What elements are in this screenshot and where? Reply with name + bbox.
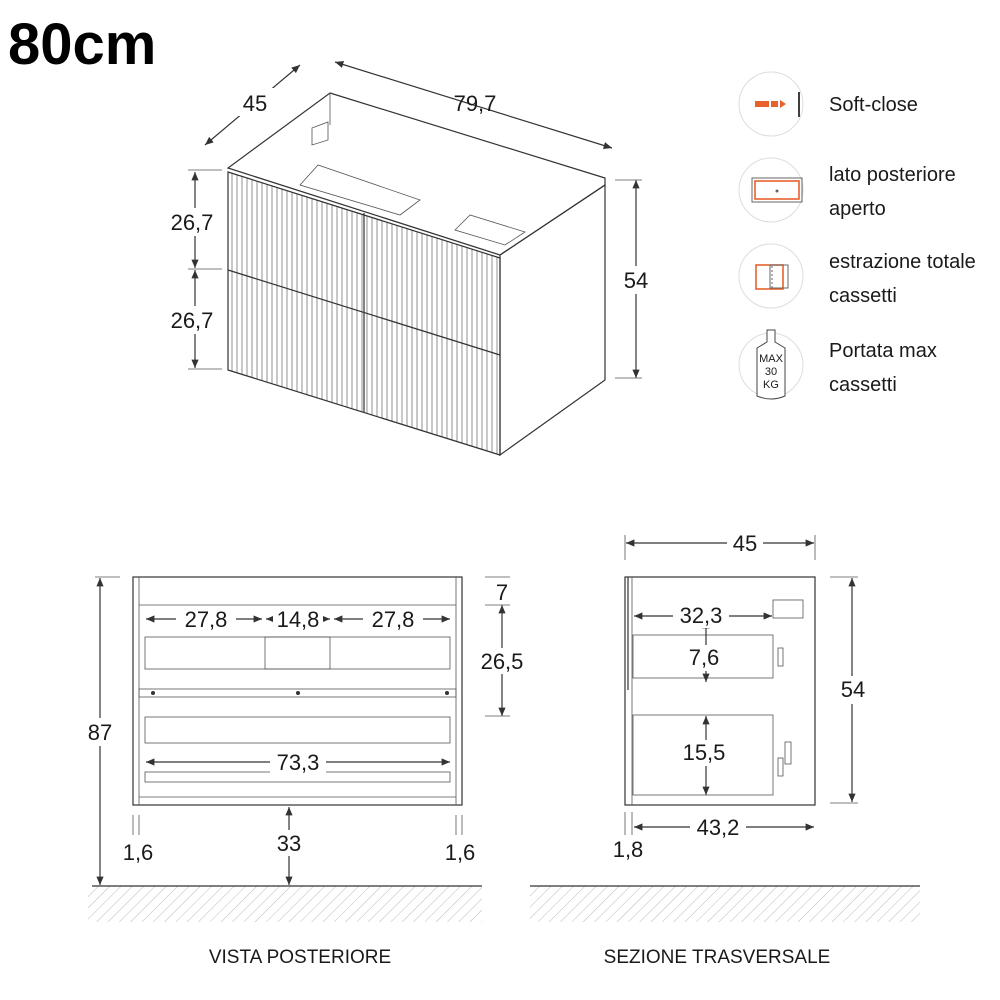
dim-inner-w: 73,3 [277,750,320,775]
rear-view [88,576,482,922]
iso-dimensions: 45 79,7 26,7 26,7 54 [165,61,655,379]
feature-full-extension: estrazione totale cassetti [738,243,976,309]
dim-side-l: 1,6 [123,840,154,865]
section-view [530,576,920,922]
dim-total-h: 87 [88,720,112,745]
badge-text: MAX [759,353,784,365]
dim-back: 1,8 [613,837,644,862]
soft-close-icon [755,92,800,117]
dim-drawer1: 7,6 [689,645,720,670]
iso-cabinet [226,92,606,457]
dim-depth: 45 [243,91,267,116]
dim-floor-gap: 33 [277,831,301,856]
section-view-dimensions: 45 32,3 7,6 15,5 54 1,8 43,2 SEZIONE TRA… [604,530,870,968]
dim-drawer-h: 26,5 [481,649,524,674]
page-title: 80cm [8,12,156,77]
dim-bottom: 43,2 [697,815,740,840]
dim-side-r: 1,6 [445,840,476,865]
dim-height: 54 [841,677,865,702]
feature-open-back: lato posteriore aperto [738,157,956,223]
dim-height: 54 [624,268,648,293]
full-extension-icon [755,264,789,290]
dim-drawer-top: 26,7 [171,210,214,235]
badge-text: 30 [765,366,777,378]
feature-label: lato posteriore [829,164,956,186]
feature-label: cassetti [829,285,897,307]
feature-max-load: MAX 30 KG Portata max cassetti [738,329,937,400]
dim-depth: 45 [733,531,757,556]
feature-soft-close: Soft-close [738,71,918,137]
feature-label: estrazione totale [829,251,976,273]
dim-top-gap: 7 [496,580,508,605]
max-load-icon [756,329,786,400]
dim-center: 14,8 [277,607,320,632]
feature-label: aperto [829,198,886,220]
section-view-caption: SEZIONE TRASVERSALE [604,947,831,968]
dim-right: 27,8 [372,607,415,632]
dim-inner: 32,3 [680,603,723,628]
dim-drawer2: 15,5 [683,740,726,765]
feature-label: cassetti [829,374,897,396]
dim-drawer-bottom: 26,7 [171,308,214,333]
dim-left: 27,8 [185,607,228,632]
badge-text: KG [763,379,779,391]
open-back-icon [751,177,803,203]
rear-view-dimensions: 27,8 14,8 27,8 7 26,5 87 73,3 33 1,6 1,6… [84,576,530,968]
rear-view-caption: VISTA POSTERIORE [209,947,391,968]
feature-label: Portata max [829,340,937,362]
dim-width: 79,7 [454,91,497,116]
feature-label: Soft-close [829,94,918,116]
